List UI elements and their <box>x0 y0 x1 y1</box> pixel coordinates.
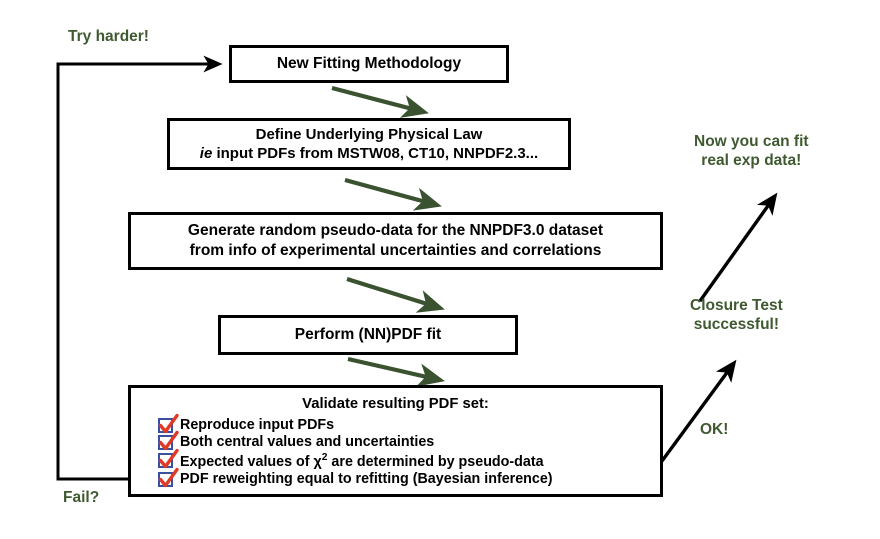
validate-title: Validate resulting PDF set: <box>302 396 489 412</box>
box-define-underlying-physical-law[interactable]: Define Underlying Physical Law ie input … <box>167 118 571 170</box>
checkbox-checked-icon[interactable] <box>158 449 179 469</box>
checklist-item[interactable]: Expected values of χ2 are determined by … <box>158 449 660 470</box>
box-new-fitting-methodology[interactable]: New Fitting Methodology <box>229 45 509 83</box>
arrow-ok-to-closure <box>660 359 737 463</box>
checklist-item[interactable]: Reproduce input PDFs <box>158 413 660 433</box>
box-3-line-1: Generate random pseudo-data for the NNPD… <box>187 222 604 240</box>
box-perform-nnpdf-fit[interactable]: Perform (NN)PDF fit <box>218 315 518 355</box>
chi-label-pre: Expected values of <box>180 453 314 470</box>
box-2-sub-text: input PDFs from MSTW08, CT10, NNPDF2.3..… <box>212 145 539 162</box>
checkbox-checked-icon[interactable] <box>158 430 179 451</box>
validation-checklist: Reproduce input PDFs Both central values… <box>131 413 660 488</box>
arrow-b4-to-b5 <box>347 356 445 387</box>
arrow-b3-to-b4 <box>346 276 445 313</box>
box-4-line-1: Perform (NN)PDF fit <box>294 326 442 344</box>
chi-exponent: 2 <box>321 451 328 463</box>
checklist-item-label: Expected values of χ2 are determined by … <box>180 452 544 470</box>
chi-label-post: are determined by pseudo-data <box>327 453 544 470</box>
checkbox-checked-icon[interactable] <box>158 467 179 487</box>
checklist-item-label: Both central values and uncertainties <box>180 434 435 451</box>
arrow-b2-to-b3 <box>344 177 442 211</box>
label-try-harder: Try harder! <box>68 28 149 45</box>
checklist-item-label: Reproduce input PDFs <box>180 416 335 433</box>
checklist-item[interactable]: PDF reweighting equal to refitting (Baye… <box>158 467 660 488</box>
box-validate-pdf-set[interactable]: Validate resulting PDF set: Reproduce in… <box>128 385 663 497</box>
checkbox-checked-icon[interactable] <box>158 413 179 433</box>
box-3-line-2: from info of experimental uncertainties … <box>189 242 602 259</box>
arrow-b1-to-b2 <box>331 85 429 118</box>
checklist-item[interactable]: Both central values and uncertainties <box>158 430 660 451</box>
arrow-closure-to-fit <box>698 192 778 302</box>
chi-symbol: χ <box>313 453 322 470</box>
label-now-you-can-fit: Now you can fit real exp data! <box>694 133 809 169</box>
label-ok: OK! <box>700 421 729 438</box>
label-closure-test-successful: Closure Test successful! <box>690 297 783 333</box>
box-2-line-2: ie input PDFs from MSTW08, CT10, NNPDF2.… <box>200 144 538 163</box>
box-2-line-1: Define Underlying Physical Law <box>255 125 483 143</box>
box-2-ie-prefix: ie <box>199 145 213 162</box>
box-generate-pseudo-data[interactable]: Generate random pseudo-data for the NNPD… <box>128 212 663 270</box>
checklist-item-label: PDF reweighting equal to refitting (Baye… <box>180 471 553 488</box>
label-fail: Fail? <box>63 489 100 506</box>
box-1-line-1: New Fitting Methodology <box>276 55 462 73</box>
